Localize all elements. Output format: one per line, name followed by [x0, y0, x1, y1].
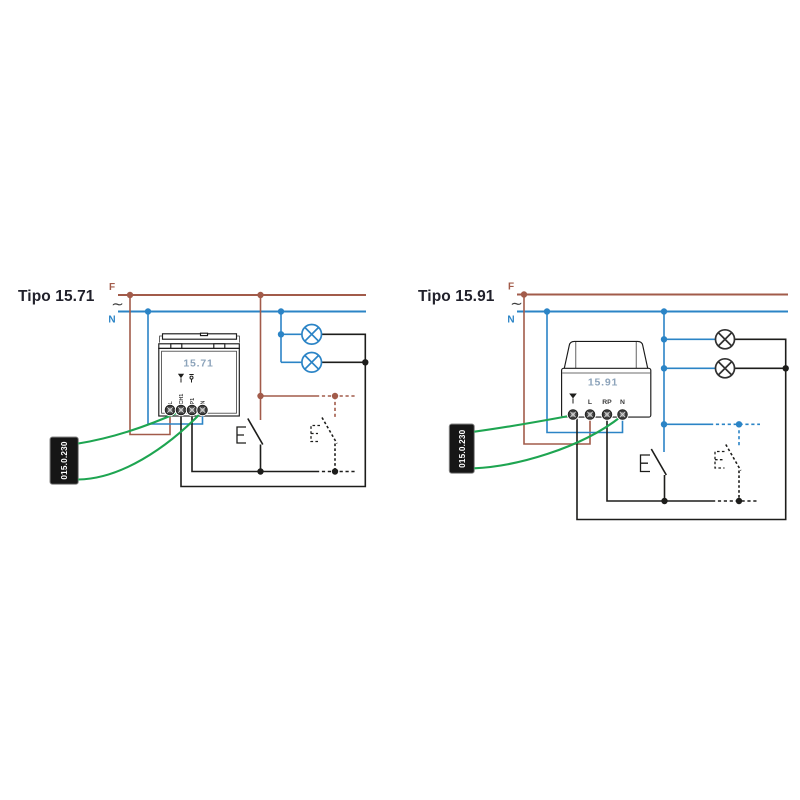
pushbutton-symbol-dashed [310, 417, 338, 472]
antenna-icon [569, 393, 577, 404]
terminal [583, 408, 597, 421]
pushbutton-icon [189, 374, 194, 383]
junction-dots [520, 291, 789, 505]
switch-lever [321, 417, 338, 444]
antenna-icon [177, 373, 185, 383]
diagram-15-91: F ∼ N 15.91 L RP N [448, 282, 789, 521]
phase-label: F [109, 282, 115, 293]
lamp-icon [301, 351, 323, 373]
actuator [639, 454, 650, 473]
terminal [174, 403, 188, 417]
antenna-module: 015.0.230 [448, 423, 475, 474]
terminal [566, 408, 580, 421]
antenna-wire [78, 411, 203, 481]
phase-label: F [508, 282, 514, 293]
neutral-label: N [507, 315, 514, 326]
terminal-label-n: N [620, 399, 625, 406]
ac-symbol: ∼ [510, 295, 523, 313]
switch-lever [247, 418, 264, 445]
device-dome [563, 340, 649, 369]
terminal [196, 403, 209, 417]
antenna-module-label: 015.0.230 [60, 441, 69, 479]
wire [180, 333, 367, 488]
rim-notch-right [213, 343, 226, 349]
lamp-icon [714, 357, 736, 379]
neutral-to-n-wire [147, 311, 204, 425]
antenna-module-box [448, 423, 475, 474]
actuator [310, 424, 320, 443]
antenna-module-box [49, 436, 79, 485]
actuator [714, 450, 725, 469]
terminal-block [163, 403, 209, 417]
terminal [163, 403, 177, 417]
power-bus: F ∼ N [108, 282, 366, 326]
terminal [185, 403, 199, 417]
wire [191, 413, 316, 473]
power-bus: F ∼ N [507, 282, 788, 326]
antenna-wire [474, 414, 572, 433]
switch-lever [650, 448, 667, 476]
actuator [236, 426, 246, 444]
terminal-label-l: L [588, 399, 592, 406]
device-15-91: 15.91 L RP N [561, 340, 652, 418]
diagram-title-right: Tipo 15.91 [418, 288, 495, 305]
ac-symbol: ∼ [111, 295, 124, 313]
phase-to-l-wire [523, 294, 591, 445]
rim-notch-left [170, 343, 183, 349]
neutral-to-n-wire [546, 311, 624, 434]
terminal-label-l: L [168, 401, 174, 405]
wire [606, 416, 712, 502]
neutral-label: N [108, 315, 115, 326]
dome-detail [575, 342, 637, 368]
load-return-wire [576, 338, 787, 521]
lid-hook-left [159, 335, 163, 343]
antenna-module-label: 015.0.230 [458, 429, 467, 467]
antenna-wire [474, 415, 622, 470]
diagram-title-left: Tipo 15.71 [18, 288, 95, 305]
terminal-label-rp: RP [602, 399, 612, 406]
switch-lever [725, 444, 742, 471]
diagram-15-71: F ∼ N 15.71 L CH1 P1 N [49, 282, 369, 488]
lid-clip [199, 332, 209, 337]
neutral-feed-lamps [280, 311, 302, 364]
lamp-icon [714, 328, 736, 350]
pushbutton-input-wire [606, 416, 758, 502]
antenna-module: 015.0.230 [49, 436, 79, 485]
terminal [616, 408, 629, 421]
pushbutton-symbol [639, 448, 667, 501]
terminal-block [566, 408, 629, 421]
antenna-wires [474, 414, 622, 470]
device-15-71: 15.71 L CH1 P1 N [158, 332, 240, 417]
device-model-label: 15.71 [183, 358, 213, 370]
device-lid [161, 333, 238, 340]
antenna-wires [78, 410, 203, 481]
load-return-wire [180, 333, 367, 488]
neutral-feed-lamps-and-pushbuttons [663, 311, 760, 452]
lamp-icon [301, 323, 323, 345]
wire [576, 338, 787, 521]
pushbutton-symbol [236, 418, 264, 472]
lid-hook-right [236, 335, 240, 343]
terminal-label-ch1: CH1 [179, 394, 185, 405]
device-model-label: 15.91 [588, 377, 618, 389]
pushbutton-symbol-dashed [714, 444, 742, 501]
pushbutton-input-wire [191, 413, 357, 473]
terminal [600, 408, 614, 421]
phase-to-l-wire [129, 295, 171, 436]
terminal-label-n: N [201, 401, 207, 405]
terminal-label-p1: P1 [190, 398, 196, 405]
junction-dots [126, 291, 369, 475]
